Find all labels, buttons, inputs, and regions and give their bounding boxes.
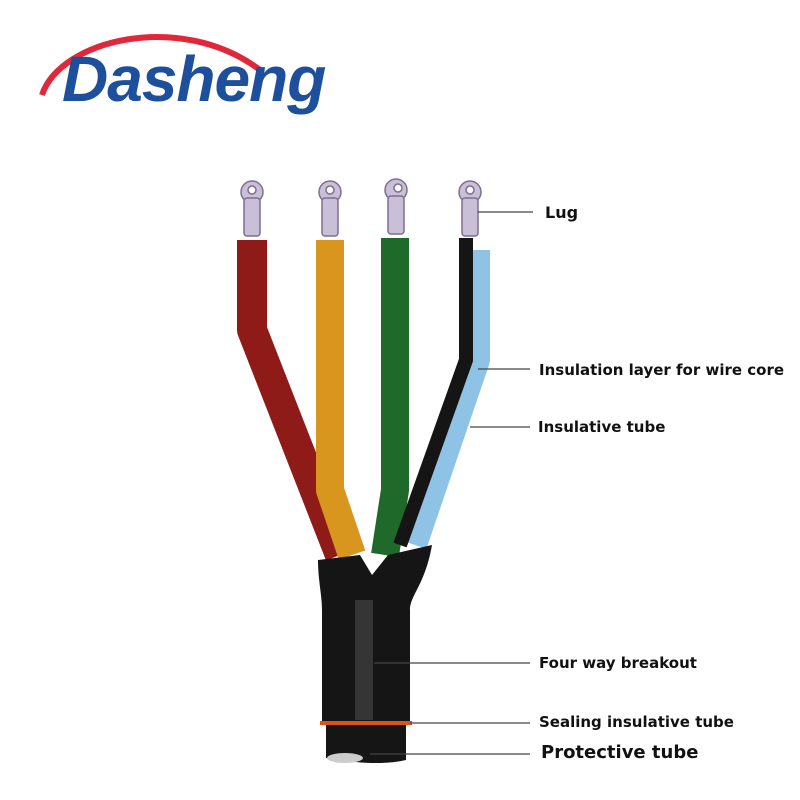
red-cable [237,240,354,561]
sealing-tube [320,721,412,725]
four-way-breakout [318,545,432,722]
label-insulation-layer: Insulation layer for wire core [539,361,785,379]
black-cable [393,238,473,548]
label-protective-tube: Protective tube [541,742,699,763]
label-four-way-breakout: Four way breakout [539,654,697,672]
label-insulative-tube: Insulative tube [538,418,666,436]
logo: Dasheng [62,43,326,115]
logo-arc [39,34,262,97]
lugs [240,178,482,237]
orange-cable [316,240,366,560]
green-cable [371,238,409,558]
label-lug: Lug [545,203,579,222]
blue-cable [403,250,490,549]
label-sealing-insulative-tube: Sealing insulative tube [539,713,734,731]
